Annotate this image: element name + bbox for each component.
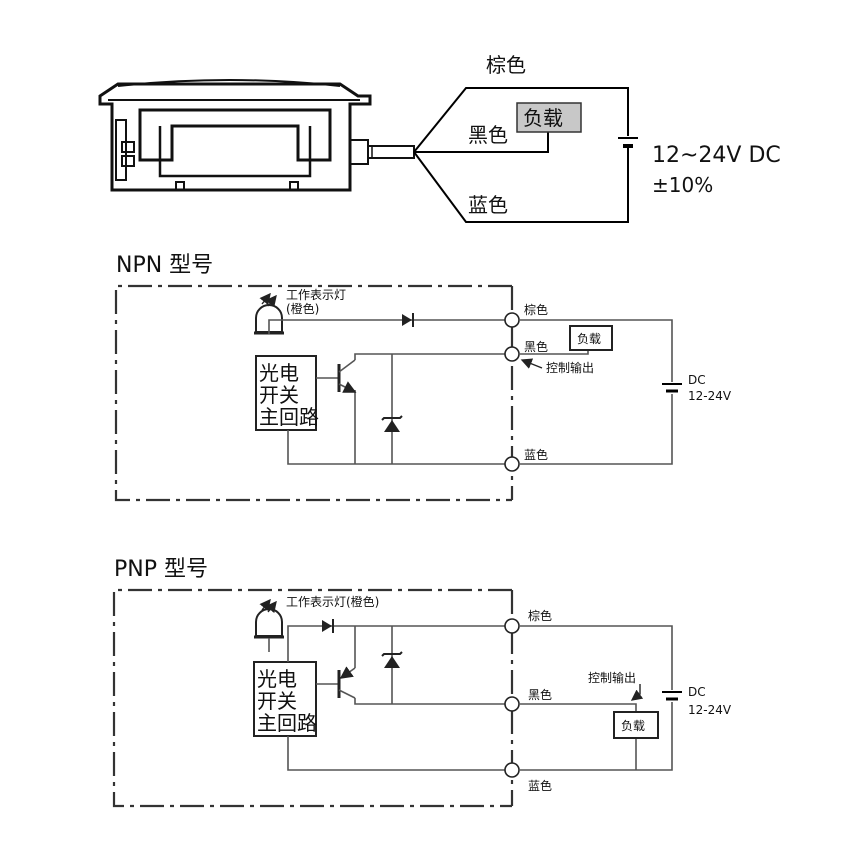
npn-term-brown-label: 棕色 [524, 302, 548, 317]
pnp-term-blue-label: 蓝色 [528, 779, 552, 793]
pnp-circuit-line2: 开关 [257, 689, 297, 713]
pnp-load-box [613, 711, 659, 739]
top-wire-blue-label: 蓝色 [468, 193, 508, 217]
pnp-term-black-label: 黑色 [528, 688, 552, 702]
pnp-diagram: PNP 型号 工作表示灯(橙色) 光电 开关 主回路 [112, 557, 732, 808]
pnp-indicator-lamp-icon [255, 608, 283, 637]
pnp-circuit-line3: 主回路 [257, 711, 317, 735]
pnp-circuit-line1: 光电 [257, 667, 297, 691]
pnp-load-label: 负载 [621, 719, 645, 733]
pnp-dashed-frame [112, 588, 512, 808]
npn-diode-icon [402, 314, 412, 326]
npn-terminal-blue [504, 456, 520, 472]
top-wiring: 负载 棕色 黑色 蓝色 12~24V DC ±10% [413, 53, 781, 223]
top-wire-black-label: 黑色 [468, 123, 508, 147]
pnp-terminal-blue [504, 762, 520, 778]
npn-diagram: NPN 型号 工作表示灯 (橙色) 光电 开关 主回路 [114, 253, 732, 502]
npn-circuit-line2: 开关 [259, 383, 299, 407]
npn-control-output-label: 控制输出 [546, 360, 594, 375]
pnp-title: PNP 型号 [114, 557, 208, 582]
npn-dc-label: DC [688, 373, 706, 387]
npn-indicator-label: 工作表示灯 [286, 288, 346, 302]
npn-indicator-color: (橙色) [286, 301, 319, 316]
top-wire-brown-label: 棕色 [486, 53, 526, 77]
npn-load-label: 负载 [577, 332, 601, 346]
top-load-box [516, 102, 582, 133]
pnp-indicator-label: 工作表示灯(橙色) [286, 594, 379, 609]
pnp-main-circuit-box [253, 661, 317, 737]
npn-main-circuit-box [255, 355, 317, 431]
supply-voltage-label: 12~24V DC [652, 143, 781, 168]
npn-circuit-line1: 光电 [259, 361, 299, 385]
pnp-term-brown-label: 棕色 [528, 608, 552, 623]
pnp-dc-label: DC [688, 685, 706, 699]
npn-terminal-brown [504, 312, 520, 328]
npn-term-black-label: 黑色 [524, 340, 548, 354]
npn-dashed-frame [114, 284, 512, 502]
pnp-terminal-black [504, 696, 520, 712]
pnp-diode-icon [322, 620, 332, 632]
npn-zener-icon [384, 420, 400, 432]
top-load-label: 负载 [523, 106, 563, 130]
npn-terminal-black [504, 346, 520, 362]
pnp-zener-icon [384, 656, 400, 668]
supply-tolerance-label: ±10% [652, 173, 713, 197]
pnp-dc-range-label: 12-24V [688, 703, 732, 717]
npn-load-box [569, 325, 613, 351]
pnp-control-output-label: 控制输出 [588, 670, 636, 685]
npn-term-blue-label: 蓝色 [524, 448, 548, 462]
npn-dc-range-label: 12-24V [688, 389, 732, 403]
npn-circuit-line3: 主回路 [259, 405, 319, 429]
npn-title: NPN 型号 [116, 253, 213, 278]
sensor-amplifier-illustration [98, 79, 415, 192]
pnp-terminal-brown [504, 618, 520, 634]
